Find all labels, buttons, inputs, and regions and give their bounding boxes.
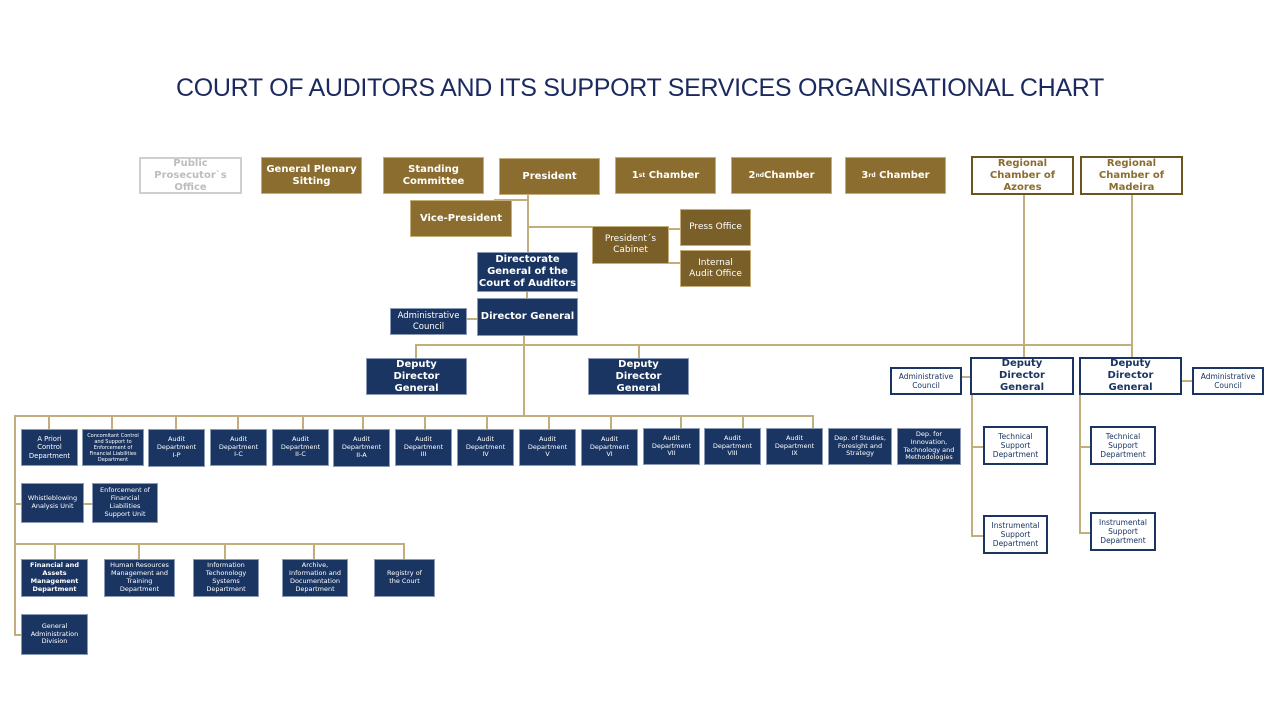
department-box[interactable]: Audit Department IX	[766, 428, 823, 465]
unit-box[interactable]: Enforcement of Financial Liabilities Sup…	[92, 483, 158, 523]
standing-committee[interactable]: Standing Committee	[383, 157, 484, 194]
public-prosecutor-office[interactable]: Public Prosecutor`s Office	[139, 157, 242, 194]
president[interactable]: President	[499, 158, 600, 195]
department-box[interactable]: Audit Department I-C	[210, 429, 267, 466]
internal-audit-office[interactable]: Internal Audit Office	[680, 250, 751, 287]
madeira-deputy-director-general[interactable]: Deputy Director General	[1079, 357, 1182, 395]
vice-president[interactable]: Vice-President	[410, 200, 512, 237]
director-general[interactable]: Director General	[477, 298, 578, 336]
press-office[interactable]: Press Office	[680, 209, 751, 246]
chamber-num: 2	[748, 169, 756, 181]
chamber-sup: nd	[755, 171, 765, 179]
department-box[interactable]: Audit Department VI	[581, 429, 638, 466]
madeira-instrumental-support[interactable]: Instrumental Support Department	[1090, 512, 1156, 551]
regional-chamber-madeira[interactable]: Regional Chamber of Madeira	[1080, 156, 1183, 195]
department-box[interactable]: Concomitant Control and Support to Enfor…	[82, 429, 144, 466]
department-box[interactable]: A Priori Control Department	[21, 429, 78, 466]
azores-administrative-council[interactable]: Administrative Council	[890, 367, 962, 395]
chamber-sup: st	[638, 171, 646, 179]
support-department-box[interactable]: Financial and Assets Management Departme…	[21, 559, 88, 597]
madeira-technical-support[interactable]: Technical Support Department	[1090, 426, 1156, 465]
deputy-director-general-right[interactable]: Deputy Director General	[588, 358, 689, 395]
unit-box[interactable]: Whistleblowing Analysis Unit	[21, 483, 84, 523]
department-box[interactable]: Dep. of Studies, Foresight and Strategy	[828, 428, 892, 465]
chamber-label: Chamber	[645, 169, 700, 181]
support-department-box[interactable]: Human Resources Management and Training …	[104, 559, 175, 597]
page-title: COURT OF AUDITORS AND ITS SUPPORT SERVIC…	[175, 74, 1105, 102]
department-box[interactable]: Audit Department VIII	[704, 428, 761, 465]
department-box[interactable]: Audit Department II-A	[333, 429, 390, 467]
deputy-director-general-left[interactable]: Deputy Director General	[366, 358, 467, 395]
department-box[interactable]: Audit Department III	[395, 429, 452, 466]
chamber-label: Chamber	[764, 169, 815, 181]
chamber-label: Chamber	[875, 169, 930, 181]
azores-deputy-director-general[interactable]: Deputy Director General	[970, 357, 1074, 395]
support-department-box[interactable]: Archive, Information and Documentation D…	[282, 559, 348, 597]
chamber-num: 1	[631, 169, 639, 181]
department-box[interactable]: Audit Department VII	[643, 428, 700, 465]
department-box[interactable]: Audit Department I-P	[148, 429, 205, 467]
madeira-administrative-council[interactable]: Administrative Council	[1192, 367, 1264, 395]
support-department-box[interactable]: Information Techonology Systems Departme…	[193, 559, 259, 597]
presidents-cabinet[interactable]: President´s Cabinet	[592, 226, 669, 264]
directorate-general[interactable]: Directorate General of the Court of Audi…	[477, 252, 578, 292]
general-plenary-sitting[interactable]: General Plenary Sitting	[261, 157, 362, 194]
department-box[interactable]: Audit Department II-C	[272, 429, 329, 466]
administrative-council[interactable]: Administrative Council	[390, 308, 467, 335]
general-administration-division[interactable]: General Administration Division	[21, 614, 88, 655]
department-box[interactable]: Dep. for Innovation, Technology and Meth…	[897, 428, 961, 465]
department-box[interactable]: Audit Department V	[519, 429, 576, 466]
chamber-num: 3	[861, 169, 869, 181]
azores-technical-support[interactable]: Technical Support Department	[983, 426, 1048, 465]
department-box[interactable]: Audit Department IV	[457, 429, 514, 466]
support-department-box[interactable]: Registry of the Court	[374, 559, 435, 597]
regional-chamber-azores[interactable]: Regional Chamber of Azores	[971, 156, 1074, 195]
azores-instrumental-support[interactable]: Instrumental Support Department	[983, 515, 1048, 554]
chamber-sup: rd	[868, 171, 876, 179]
